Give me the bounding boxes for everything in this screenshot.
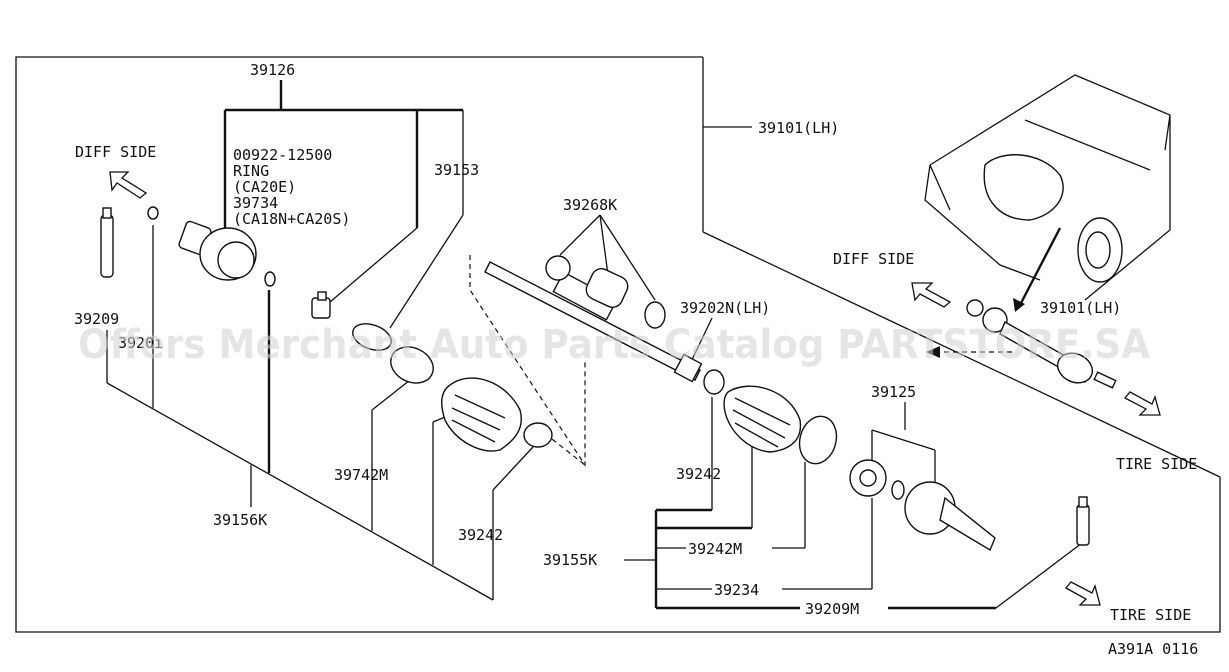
arrow-diff-side-2-icon <box>911 282 952 308</box>
label-diff-side-1: DIFF SIDE <box>75 143 156 161</box>
tree-39156k-base <box>106 382 494 601</box>
tripod-joint <box>311 291 331 319</box>
label-39202n-lh: 39202N(LH) <box>680 299 770 317</box>
label-39101-lh-2: 39101(LH) <box>1040 299 1121 317</box>
label-39268k: 39268K <box>563 196 617 214</box>
frame-diagonal-2 <box>702 231 1221 478</box>
label-ring-ca18: (CA18N+CA20S) <box>233 210 350 228</box>
label-39125: 39125 <box>871 383 916 401</box>
label-ring-ca20e: (CA20E) <box>233 178 296 196</box>
band-clamp-39153 <box>352 323 392 351</box>
inset-pointer-head <box>1013 298 1025 312</box>
band-clamp-39742m <box>390 346 434 384</box>
watermark-text: Offers Merchant Auto Parts Catalog PARTS… <box>78 322 1150 368</box>
leader-39742m <box>371 379 411 411</box>
label-ring-number: 00922-12500 <box>233 146 332 164</box>
label-tire-side-1: TIRE SIDE <box>1116 455 1197 473</box>
label-diff-side-2: DIFF SIDE <box>833 250 914 268</box>
label-39155k: 39155K <box>543 551 597 569</box>
leader-39268k-r <box>599 214 656 301</box>
vehicle-inset <box>924 74 1171 301</box>
frame-outline <box>15 56 1221 633</box>
small-clip <box>147 206 159 220</box>
label-ref-code: A391A 0116 <box>1108 640 1198 658</box>
label-ring-alt: 39734 <box>233 194 278 212</box>
outer-boot <box>723 385 802 453</box>
leader-39126-a <box>329 227 418 303</box>
label-39242-b: 39242 <box>676 465 721 483</box>
label-39126: 39126 <box>250 61 295 79</box>
label-39156k: 39156K <box>213 511 267 529</box>
label-39234: 39234 <box>714 581 759 599</box>
outer-joint-39125 <box>904 481 996 552</box>
dashed-region <box>469 255 586 468</box>
label-39101-lh: 39101(LH) <box>758 119 839 137</box>
ring-clip <box>264 271 276 287</box>
label-39209: 39209 <box>74 310 119 328</box>
inset-shaft <box>966 299 1117 389</box>
leader-39268k-l <box>559 214 601 256</box>
leader-39242a <box>492 446 534 491</box>
small-clamp-39242b <box>703 369 725 395</box>
arrow-diff-side-1-icon <box>109 171 148 199</box>
leader-39153 <box>389 214 464 329</box>
tree-39155k-b5d <box>995 542 1083 609</box>
label-ring-word: RING <box>233 162 269 180</box>
leader-39268k-m <box>599 214 609 276</box>
band-clamp-39242m <box>798 415 838 465</box>
inner-boot <box>441 377 522 452</box>
label-392xx: 3920ı <box>118 334 163 352</box>
arrow-tire-side-1-icon <box>1123 391 1161 416</box>
label-39209m: 39209M <box>805 600 859 618</box>
drive-shaft <box>484 261 703 383</box>
pin-39209m <box>1076 496 1090 546</box>
snap-ring-39234 <box>891 480 905 500</box>
bracket-39125-top <box>871 429 936 451</box>
arrow-tire-side-2-icon <box>1064 581 1101 606</box>
label-39242m: 39242M <box>688 540 742 558</box>
label-39742m: 39742M <box>334 466 388 484</box>
small-clamp-39242a <box>523 422 553 448</box>
outer-joint-race <box>849 459 887 497</box>
label-39242-a: 39242 <box>458 526 503 544</box>
label-tire-side-2: TIRE SIDE <box>1110 606 1191 624</box>
inner-joint-housing <box>178 220 257 281</box>
pin-39209 <box>100 207 114 278</box>
dynamic-damper-39268k <box>545 255 666 329</box>
label-39153: 39153 <box>434 161 479 179</box>
inset-dashed-head <box>926 346 940 358</box>
inset-pointer <box>1018 227 1062 306</box>
